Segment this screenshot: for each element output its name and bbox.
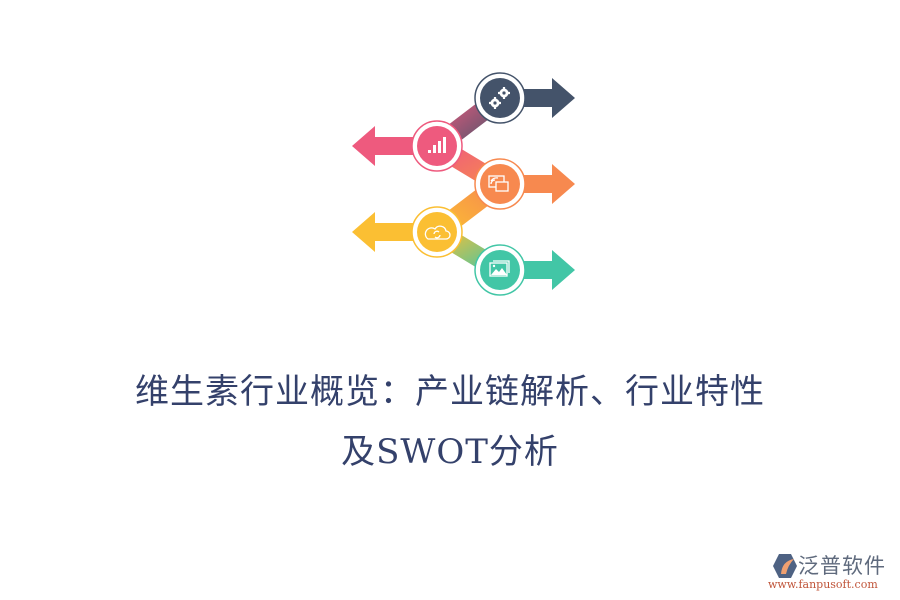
process-infographic (352, 72, 575, 296)
step-circle-gallery (474, 244, 526, 296)
arrow-right-1 (500, 78, 575, 118)
step-circle-screencast (474, 158, 526, 210)
image-gallery-icon (489, 260, 510, 277)
arrow-left-4 (352, 212, 437, 252)
logo-url: www.fanpusoft.com (768, 578, 878, 591)
bar-chart-icon (428, 137, 446, 153)
page-title-line-1: 维生素行业概览：产业链解析、行业特性 (135, 372, 765, 412)
step-circle-cloud (411, 206, 463, 258)
logo-icon (773, 554, 797, 578)
screen-cast-icon (488, 175, 509, 192)
step-circle-chart (411, 120, 463, 172)
arrow-right-5 (500, 250, 575, 290)
fanpusoft-logo: 泛普软件 www.fanpusoft.com (768, 550, 893, 595)
page-title-line-2: 及SWOT分析 (341, 432, 559, 472)
step-circle-gears (474, 72, 526, 124)
cloud-sync-icon (424, 225, 451, 240)
arrow-right-3 (500, 164, 575, 204)
arrow-left-2 (352, 126, 437, 166)
gears-icon (489, 87, 510, 109)
logo-brand: 泛普软件 (798, 554, 886, 578)
